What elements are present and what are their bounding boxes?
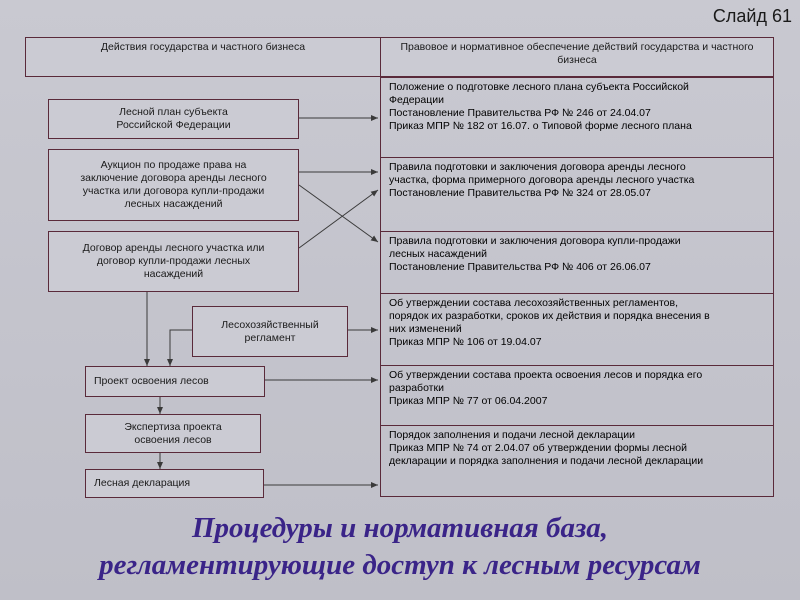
- header-left-text: Действия государства и частного бизнеса: [100, 41, 306, 53]
- box-auction: Аукцион по продаже права на заключение д…: [48, 149, 299, 221]
- header-right-cell: Правовое и нормативное обеспечение дейст…: [380, 37, 774, 77]
- regulation-reglament: Об утверждении состава лесохозяйственных…: [381, 294, 773, 366]
- box-contract: Договор аренды лесного участка или догов…: [48, 231, 299, 292]
- header-right-text: Правовое и нормативное обеспечение дейст…: [400, 41, 754, 66]
- regulation-project: Об утверждении состава проекта освоения …: [381, 366, 773, 426]
- box-expertise: Экспертиза проекта освоения лесов: [85, 414, 261, 453]
- regulation-lease: Правила подготовки и заключения договора…: [381, 158, 773, 232]
- regulation-declaration: Порядок заполнения и подачи лесной декла…: [389, 429, 704, 467]
- slide-number: Слайд 61: [712, 6, 792, 26]
- box-project: Проект освоения лесов: [85, 366, 265, 397]
- box-reglament: Лесохозяйственный регламент: [192, 306, 348, 357]
- box-forest-plan: Лесной план субъекта Российской Федераци…: [48, 99, 299, 139]
- regulation-forest-plan: Положение о подготовке лесного плана суб…: [381, 78, 773, 158]
- box-declaration: Лесная декларация: [85, 469, 264, 498]
- regulations-panel: Положение о подготовке лесного плана суб…: [380, 77, 774, 497]
- slide-title-line2: регламентирующие доступ к лесным ресурса…: [99, 549, 701, 581]
- slide-title-line1: Процедуры и нормативная база,: [191, 512, 609, 544]
- regulation-sale: Правила подготовки и заключения договора…: [381, 232, 773, 294]
